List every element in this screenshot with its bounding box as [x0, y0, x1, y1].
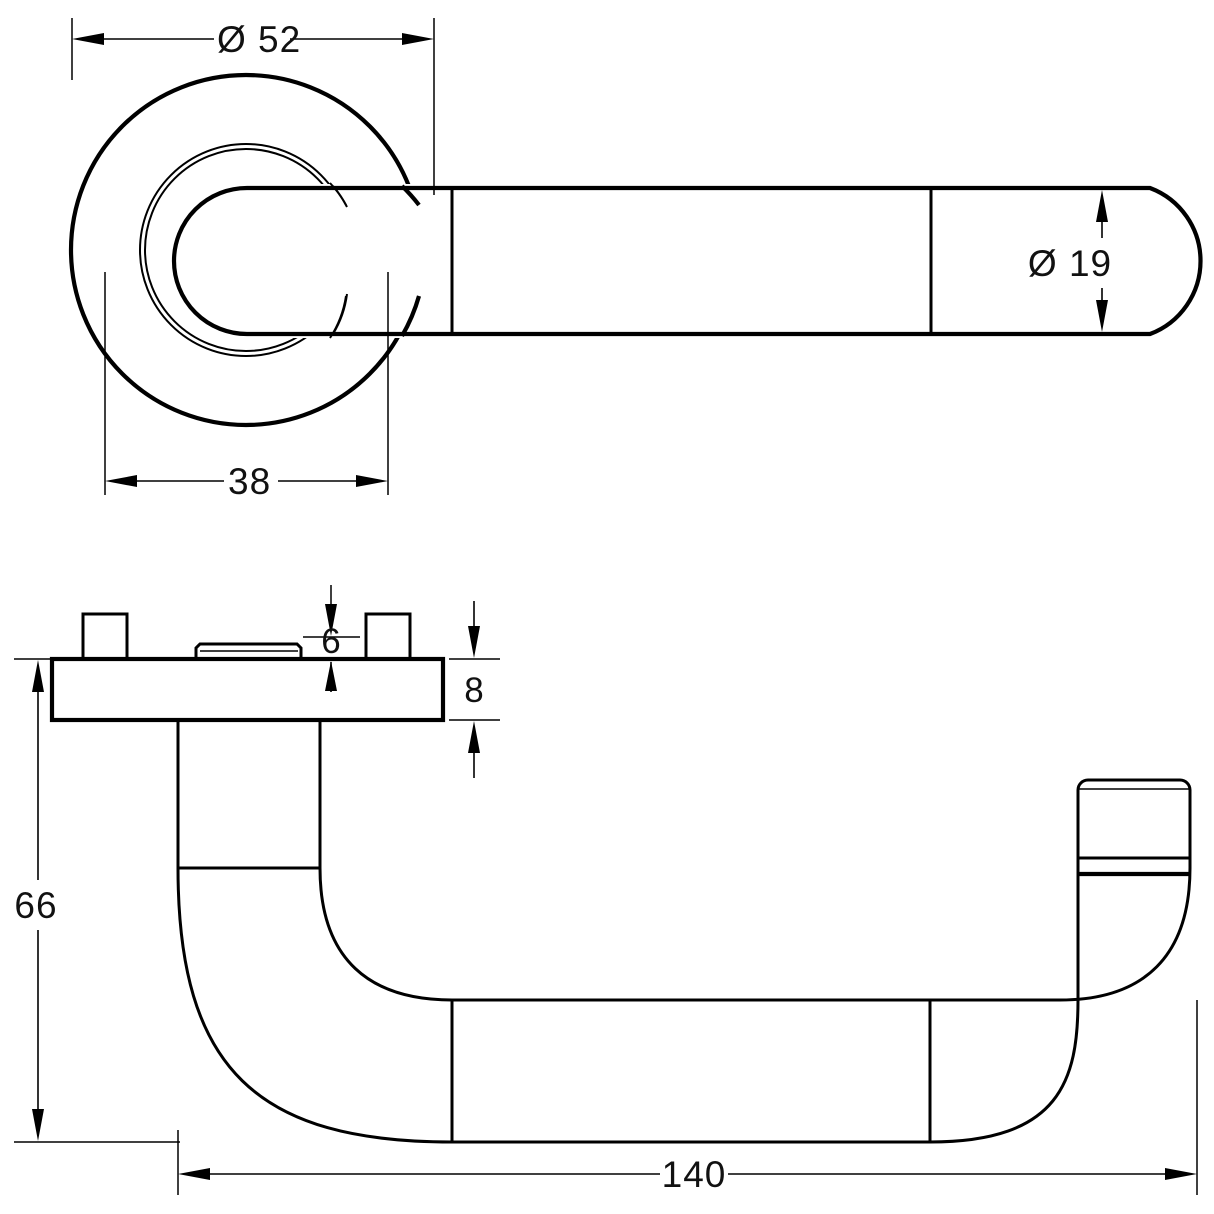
arrow-right-38 — [356, 475, 388, 487]
arrow-left-140 — [178, 1168, 210, 1180]
arrow-up-6 — [325, 661, 337, 691]
arrow-up-8 — [468, 721, 480, 753]
fixing-post-left — [81, 612, 129, 661]
arrow-top-66 — [32, 660, 44, 692]
dim-label-6: 6 — [321, 622, 340, 661]
lever-shaft-end-plan — [171, 185, 460, 337]
arrow-down-6 — [325, 604, 337, 636]
dim-label-dia-52: Ø 52 — [217, 19, 301, 60]
dim-label-66: 66 — [14, 885, 57, 926]
arrow-down-8 — [468, 626, 480, 658]
dim-label-140: 140 — [662, 1154, 727, 1195]
dim-label-dia-19: Ø 19 — [1028, 243, 1112, 284]
elevation-view: 6 8 66 — [14, 585, 1198, 1195]
dimension-8: 8 — [449, 601, 500, 778]
rose-inner-arc-bottom2 — [332, 293, 348, 335]
arrow-left-dia52 — [72, 33, 104, 45]
arrow-left-38 — [105, 475, 137, 487]
arrow-right-dia52 — [402, 33, 434, 45]
arrow-top-dia19 — [1096, 190, 1108, 222]
arrow-bottom-dia19 — [1096, 300, 1108, 332]
plan-view: Ø 52 38 Ø 19 — [68, 18, 1203, 502]
spindle-boss — [194, 642, 303, 659]
dimension-dia-19: Ø 19 — [1028, 190, 1112, 332]
dimension-66: 66 — [14, 658, 180, 1143]
lever-body-elevation — [176, 778, 1192, 1144]
fixing-post-right — [364, 612, 412, 661]
dimension-dia-52: Ø 52 — [71, 18, 435, 195]
rose-outer-arc-top-right — [400, 184, 421, 207]
arrow-bottom-66 — [32, 1109, 44, 1141]
rose-plate-elevation — [49, 656, 446, 723]
dim-label-8: 8 — [464, 671, 483, 710]
lever-bar-plan — [240, 185, 1203, 337]
dimension-140: 140 — [177, 1000, 1198, 1195]
rose-ring-mask — [236, 184, 460, 338]
lever-neck — [176, 720, 322, 870]
rose-inner-arc-top2 — [332, 185, 348, 208]
rose-outer-arc-bottom-right — [400, 295, 422, 338]
arrow-right-140 — [1165, 1168, 1197, 1180]
dim-label-38: 38 — [228, 461, 271, 502]
dimension-6: 6 — [303, 585, 360, 692]
dimension-38: 38 — [104, 272, 389, 502]
